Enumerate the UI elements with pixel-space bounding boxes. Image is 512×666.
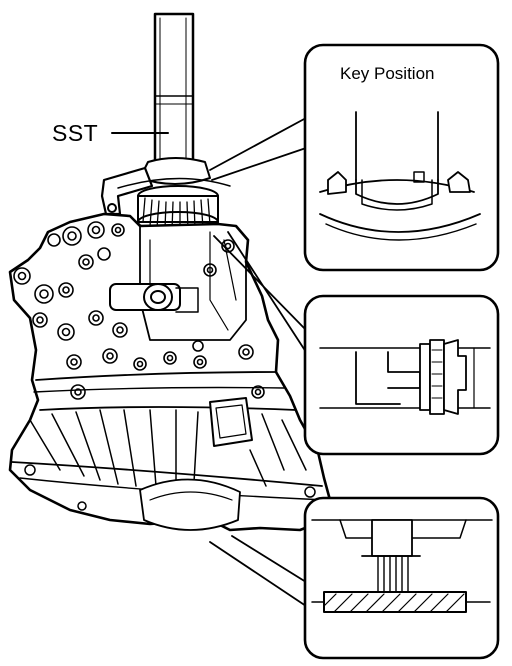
key-position-label: Key Position xyxy=(340,64,435,83)
callout-shift-detail xyxy=(213,231,500,456)
transmission-housing xyxy=(8,212,332,532)
sst-tool xyxy=(100,12,211,216)
sst-label: SST xyxy=(52,120,99,146)
callout-press-detail xyxy=(209,496,500,660)
callout-key-position xyxy=(209,43,500,272)
